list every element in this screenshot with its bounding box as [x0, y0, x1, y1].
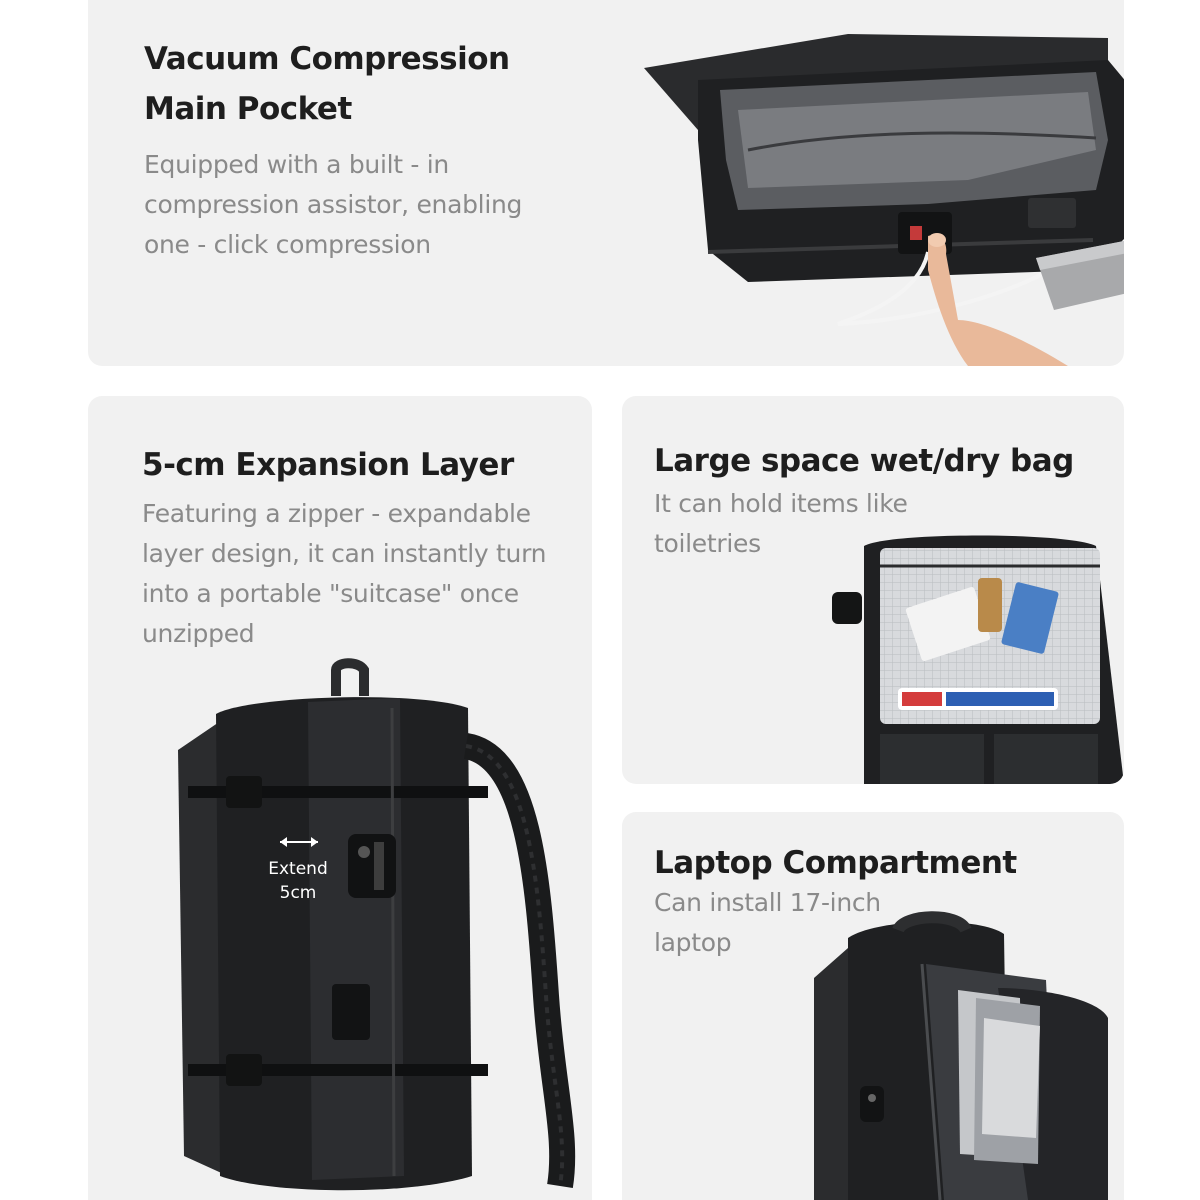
description-line: layer design, it can instantly turn [142, 539, 547, 568]
laptop-compartment-photo [814, 911, 1108, 1200]
feature-title-wet-dry: Large space wet/dry bag [654, 436, 1074, 486]
title-line: Laptop Compartment [654, 845, 1017, 881]
description-line: unzipped [142, 619, 255, 648]
title-line: Large space wet/dry bag [654, 443, 1074, 479]
feature-card-laptop-compartment: Laptop Compartment Can install 17-inch l… [622, 812, 1124, 1200]
description-line: Featuring a zipper - expandable [142, 499, 531, 528]
wet-dry-pouch-photo [832, 535, 1124, 784]
feature-description-wet-dry: It can hold items like toiletries [654, 484, 908, 564]
feature-title-expansion: 5-cm Expansion Layer [142, 440, 514, 490]
feature-description-laptop: Can install 17-inch laptop [654, 883, 881, 963]
feature-card-vacuum-compression: Vacuum Compression Main Pocket Equipped … [88, 0, 1124, 366]
description-line: laptop [654, 928, 732, 957]
feature-description-vacuum: Equipped with a built - in compression a… [144, 145, 522, 265]
feature-title-laptop: Laptop Compartment [654, 838, 1017, 888]
description-line: Equipped with a built - in [144, 150, 449, 179]
feature-title-vacuum: Vacuum Compression Main Pocket [144, 34, 510, 134]
title-line: Vacuum Compression [144, 41, 510, 77]
feature-card-expansion-layer: 5-cm Expansion Layer Featuring a zipper … [88, 396, 592, 1200]
description-line: toiletries [654, 529, 761, 558]
description-line: compression assistor, enabling [144, 190, 523, 219]
feature-description-expansion: Featuring a zipper - expandable layer de… [142, 494, 546, 654]
description-line: into a portable "suitcase" once [142, 579, 519, 608]
extend-label: Extend [268, 859, 328, 879]
extend-label: 5cm [280, 883, 317, 903]
title-line: Main Pocket [144, 91, 352, 127]
description-line: It can hold items like [654, 489, 908, 518]
title-line: 5-cm Expansion Layer [142, 447, 514, 483]
backpack-side-view-photo: Extend 5cm [178, 658, 576, 1191]
description-line: one - click compression [144, 230, 431, 259]
extend-arrow-icon [280, 837, 318, 847]
feature-card-wet-dry-bag: Large space wet/dry bag It can hold item… [622, 396, 1124, 784]
description-line: Can install 17-inch [654, 888, 881, 917]
open-backpack-powerbank-photo [644, 34, 1124, 366]
